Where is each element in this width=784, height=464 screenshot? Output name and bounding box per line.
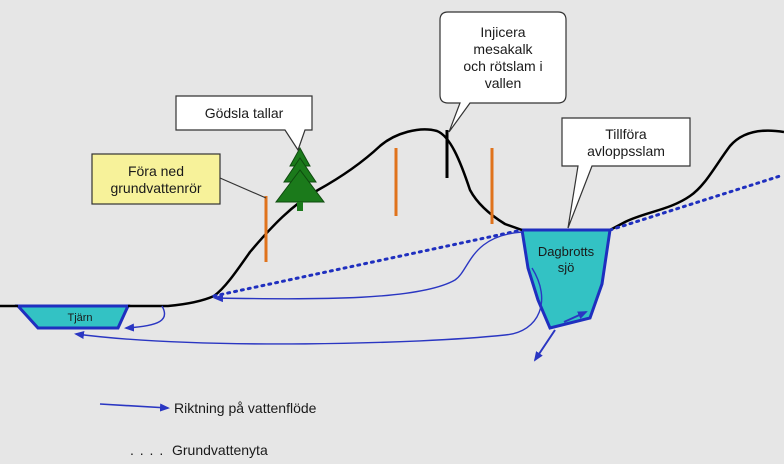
pine-tree-icon	[275, 146, 325, 211]
legend-groundwater-marker: . . . .	[130, 442, 165, 458]
callout-fora-pointer	[219, 177, 267, 199]
flow-arrow-hill-to-tjarn	[124, 305, 166, 332]
callout-fora-text: Föra ned grundvattenrör	[110, 162, 202, 196]
terrain-profile	[0, 128, 784, 308]
flow-arrow-downward	[533, 329, 556, 362]
callout-injicera-bubble	[439, 11, 567, 133]
callout-injicera-text: Injicera mesakalk och rötslam i vallen	[463, 24, 543, 91]
flow-arrow-lake-to-tjarn	[74, 267, 543, 345]
callout-fora-box	[91, 153, 221, 205]
legend-groundwater-label: Grundvattenyta	[172, 442, 268, 458]
tjarn-label: Tjärn	[67, 312, 93, 324]
dagbrott-label: Dagbrotts sjö	[537, 244, 595, 275]
tjarn-water	[14, 304, 131, 330]
callout-tillfora-text: Tillföra avloppsslam	[587, 125, 665, 159]
flow-arrow-lake-outlet	[563, 311, 588, 323]
callout-tillfora-bubble	[561, 117, 691, 229]
legend-flow-label: Riktning på vattenflöde	[174, 400, 317, 416]
legend-flow-arrow	[99, 403, 170, 412]
callout-godsla-bubble	[175, 95, 313, 152]
flow-arrow-lake-to-hill	[213, 231, 523, 303]
callout-godsla-text: Gödsla tallar	[204, 105, 284, 121]
groundwater-level-line	[212, 174, 782, 298]
dagbrott-water	[520, 228, 612, 330]
